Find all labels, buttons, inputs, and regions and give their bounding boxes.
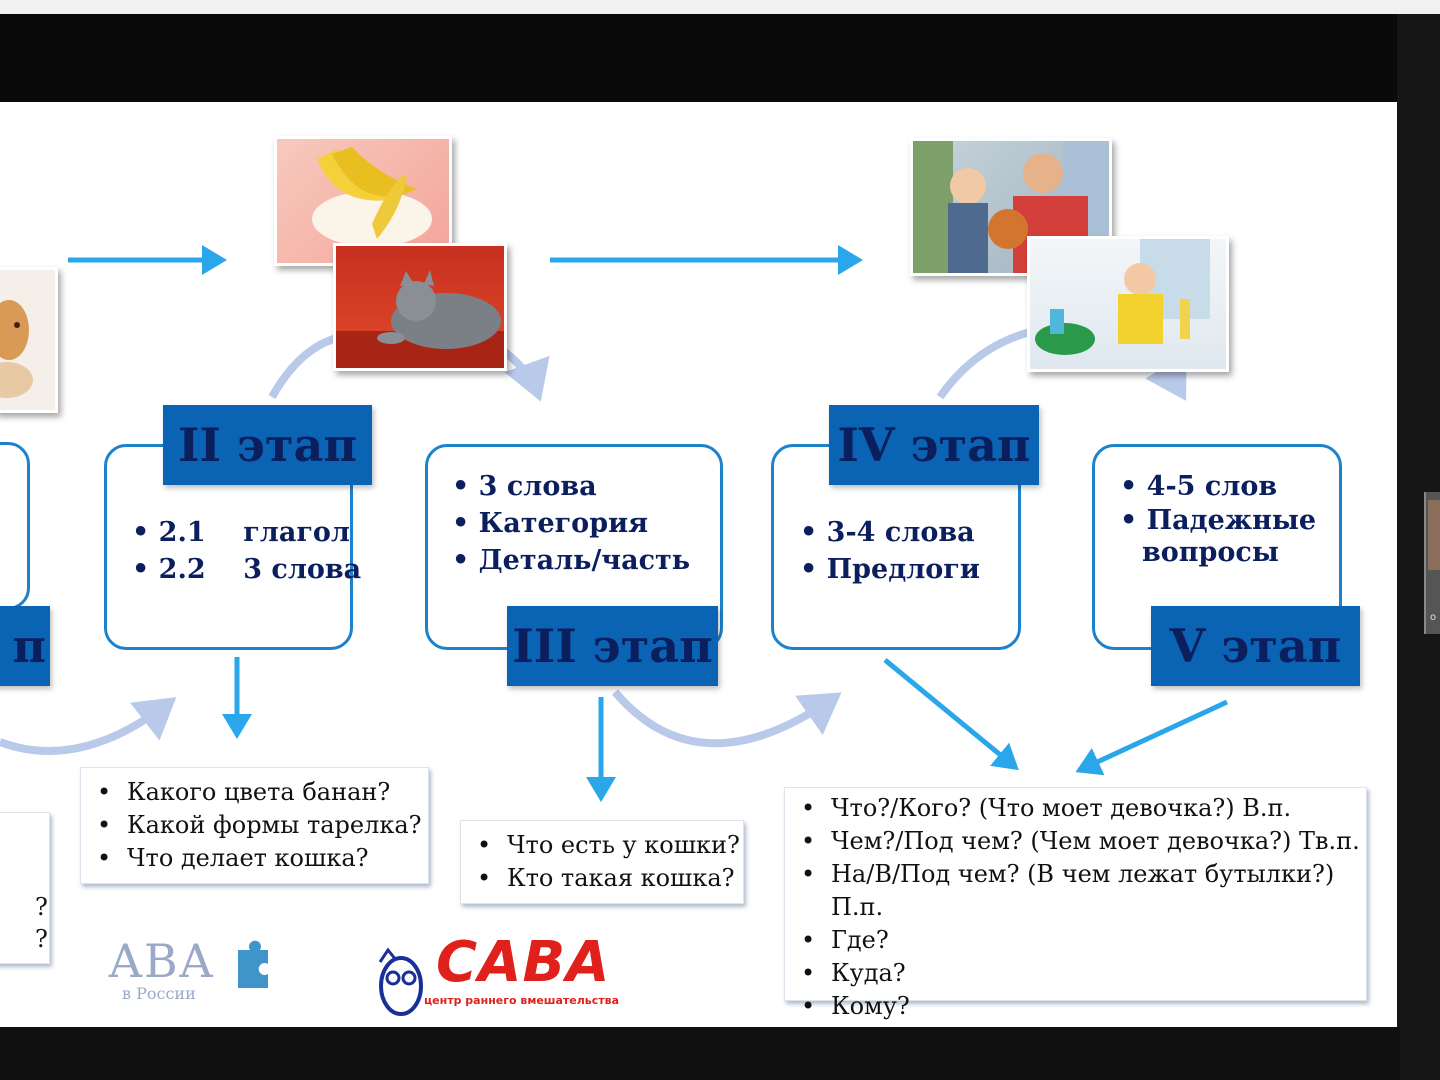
stage-5-label: V этап (1151, 606, 1360, 686)
participant-thumbnail[interactable]: о (1424, 492, 1440, 634)
sava-logo-sub: центр раннего вмешательства (424, 994, 620, 1007)
question-item: Что делает кошка? (81, 842, 428, 875)
arrows-layer (0, 245, 1229, 802)
stage-3-item: Категория (452, 505, 690, 542)
stage-4-list: 3-4 слова Предлоги (800, 514, 980, 588)
stage-1-frame-partial (0, 442, 30, 610)
sava-logo-text: САВА (436, 930, 611, 995)
question-item: Какого цвета банан? (81, 776, 428, 809)
case-question-item: Что?/Кого? (Что моет девочка?) В.п. (785, 792, 1366, 825)
aba-logo: АВА в России (108, 934, 278, 1014)
stage-1-questions-partial: ? ? (0, 812, 50, 964)
stage-3-item: Деталь/часть (452, 542, 690, 579)
sava-logo: САВА центр раннего вмешательства (368, 930, 648, 1022)
case-questions-box: Что?/Кого? (Что моет девочка?) В.п. Чем?… (784, 787, 1367, 1023)
stage-3-label: III этап (507, 606, 718, 686)
case-question-item: Где? (785, 924, 1366, 957)
curve-arrow (611, 689, 842, 748)
partial-question-mark: ? (35, 925, 48, 953)
screen-top-band (0, 0, 1440, 14)
stage-2-item: 2.1 глагол (132, 514, 361, 551)
stage-5-item: Падежные вопросы (1120, 505, 1320, 569)
aba-logo-text: АВА (108, 934, 215, 988)
stage-5-list: 4-5 слов Падежные вопросы (1120, 468, 1320, 569)
screen-bottom-band (0, 1027, 1400, 1080)
stage-1-label-partial: п (0, 606, 50, 686)
slide: п ? ? II этап 2.1 глагол 2.2 3 слова Как… (0, 102, 1397, 1027)
partial-question-mark: ? (35, 893, 48, 921)
banana-photo (274, 136, 452, 266)
stage-3-list: 3 слова Категория Деталь/часть (452, 468, 690, 579)
case-question-item: Чем?/Под чем? (Чем моет девочка?) Тв.п. (785, 825, 1366, 858)
stage-2-item: 2.2 3 слова (132, 551, 362, 588)
case-question-item: Куда? (785, 957, 1366, 990)
diag-arrow (883, 658, 1019, 771)
stage-5-item: 4-5 слов (1120, 468, 1320, 505)
case-question-item: Кому? (785, 990, 1366, 1023)
stage-3-questions: Что есть у кошки? Кто такая кошка? (460, 820, 744, 904)
curve-arrow (502, 348, 550, 402)
stage-3-item: 3 слова (452, 468, 690, 505)
aba-logo-sub: в России (122, 984, 196, 1003)
question-item: Кто такая кошка? (461, 862, 743, 895)
stage-4-label: IV этап (829, 405, 1039, 485)
curve-arrow (0, 697, 177, 755)
curve-arrow (268, 333, 342, 399)
question-item: Какой формы тарелка? (81, 809, 428, 842)
dog-photo (0, 267, 58, 413)
girl-cleaning-photo (1027, 236, 1229, 372)
question-item: Что есть у кошки? (461, 829, 743, 862)
owl-icon (378, 947, 423, 1016)
stage-4-item: Предлоги (800, 551, 980, 588)
stage-2-label: II этап (163, 405, 372, 485)
stage-2-list: 2.1 глагол 2.2 3 слова (132, 514, 362, 588)
cat-photo (333, 243, 507, 371)
curve-arrow (936, 328, 1032, 400)
case-question-item: На/В/Под чем? (В чем лежат бутылки?) П.п… (785, 858, 1366, 924)
stage-2-questions: Какого цвета банан? Какой формы тарелка?… (80, 767, 429, 884)
diag-arrow (1075, 699, 1229, 776)
puzzle-icon (238, 940, 268, 988)
stage-4-item: 3-4 слова (800, 514, 980, 551)
